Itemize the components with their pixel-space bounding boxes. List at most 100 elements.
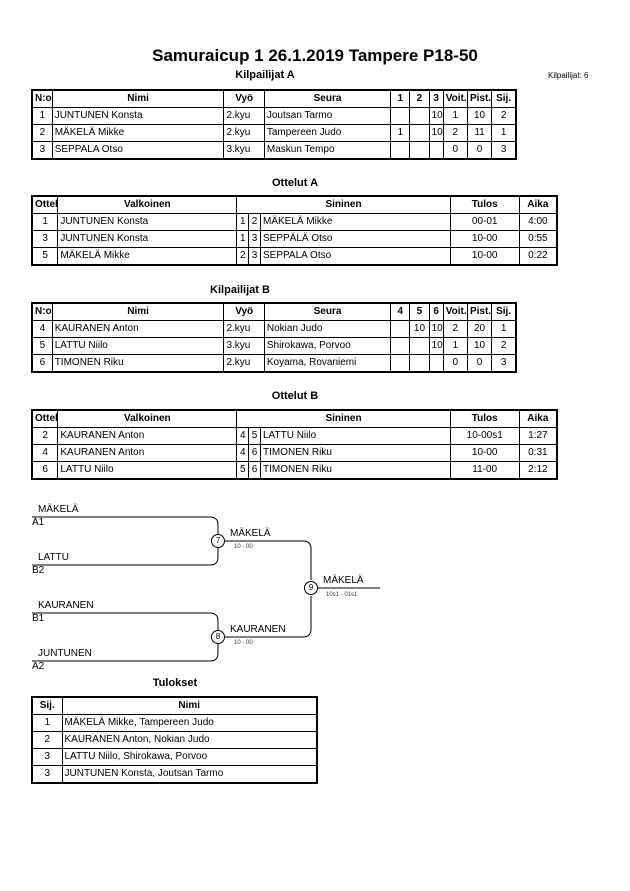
table-row: 2 MÄKELÄ Mikke 2.kyu Tampereen Judo 1 10… — [31, 124, 517, 142]
pool-a-heading: Kilpailijat A — [235, 69, 295, 81]
cell: 2 — [491, 337, 517, 355]
cell: 5 — [31, 337, 53, 355]
cell: SEPPÄLÄ Otso — [259, 230, 451, 248]
table-row: 3 JUNTUNEN Konsta, Joutsan Tarmo — [31, 765, 318, 784]
bracket-winner: MÄKELÄ — [323, 575, 364, 586]
bracket-winner: MÄKELÄ — [230, 528, 271, 539]
cell: LATTU Niilo — [51, 337, 225, 355]
semi2-winner-line — [218, 596, 312, 638]
cell: 3.kyu — [223, 337, 265, 355]
matches-a-heading: Ottelut A — [271, 177, 319, 189]
bracket-seed: A1 — [32, 517, 45, 528]
cell: 1:27 — [518, 427, 558, 445]
cell: 1 — [390, 124, 411, 142]
table-row: 3 LATTU Niilo, Shirokawa, Porvoo — [31, 748, 318, 766]
cell: 6 — [31, 354, 53, 373]
cell: 3 — [491, 354, 517, 373]
cell: 0:55 — [518, 230, 558, 248]
cell: 2 — [442, 124, 468, 142]
col-header: Voit. — [442, 89, 468, 108]
cell: 1 — [442, 337, 468, 355]
cell: SEPPALA Otso — [259, 247, 451, 266]
cell: 10-00 — [449, 230, 520, 248]
col-header: N:o — [31, 89, 53, 108]
cell: 10-00 — [449, 247, 520, 266]
cell: 3.kyu — [223, 141, 265, 160]
cell — [390, 141, 411, 160]
cell: MÄKELÄ Mikke — [57, 247, 238, 266]
cell: 2 — [31, 124, 53, 142]
cell: 4:00 — [518, 213, 558, 231]
cell: 3 — [31, 748, 63, 766]
cell: SEPPALA Otso — [51, 141, 225, 160]
results-heading: Tulokset — [152, 677, 198, 689]
bracket-name: JUNTUNEN — [38, 648, 92, 659]
cell: 1 — [491, 124, 517, 142]
cell: TIMONEN Riku — [259, 461, 451, 480]
table-row: 4 KAURANEN Anton 4 6 TIMONEN Riku 10-00 … — [31, 444, 558, 462]
semi1-winner-line — [218, 540, 312, 580]
matches-b-heading: Ottelut B — [271, 390, 319, 402]
col-header: N:o — [31, 302, 53, 321]
cell: Tampereen Judo — [263, 124, 392, 142]
bracket-winner: KAURANEN — [230, 624, 286, 635]
matches-b-table: Ottelu Valkoinen Sininen Tulos Aika 2 KA… — [31, 409, 558, 480]
cell: 0 — [442, 141, 468, 160]
table-row: 1 JUNTUNEN Konsta 1 2 MÄKELÄ Mikke 00-01… — [31, 213, 558, 231]
cell: 1 — [31, 714, 63, 732]
table-row: 1 MÄKELÄ Mikke, Tampereen Judo — [31, 714, 318, 732]
match-number-badge: 7 — [211, 534, 225, 548]
col-header: Nimi — [61, 696, 318, 715]
match-number-badge: 9 — [304, 581, 318, 595]
cell: 0:31 — [518, 444, 558, 462]
cell: LATTU Niilo — [57, 461, 238, 480]
cell: MÄKELÄ Mikke, Tampereen Judo — [61, 714, 318, 732]
cell: JUNTUNEN Konsta, Joutsan Tarmo — [61, 765, 318, 784]
matches-a-table: Ottelu Valkoinen Sininen Tulos Aika 1 JU… — [31, 195, 558, 266]
page-title: Samuraicup 1 26.1.2019 Tampere P18-50 — [152, 46, 478, 65]
cell: 2 — [31, 731, 63, 749]
table-row: 5 LATTU Niilo 3.kyu Shirokawa, Porvoo 10… — [31, 337, 517, 355]
table-row: 5 MÄKELÄ Mikke 2 3 SEPPALA Otso 10-00 0:… — [31, 247, 558, 266]
cell: TIMONEN Riku — [259, 444, 451, 462]
bracket-score: 10 - 00 — [234, 544, 253, 550]
cell: 0 — [466, 141, 493, 160]
pool-b-heading: Kilpailijat B — [210, 284, 270, 296]
cell — [390, 354, 411, 373]
cell: 2.kyu — [223, 354, 265, 373]
table-row: 6 TIMONEN Riku 2.kyu Koyama, Rovaniemi 0… — [31, 354, 517, 373]
table-row: 2 KAURANEN Anton 4 5 LATTU Niilo 10-00s1… — [31, 427, 558, 445]
cell: 4 — [236, 444, 250, 462]
table-row: 3 JUNTUNEN Konsta 1 3 SEPPÄLÄ Otso 10-00… — [31, 230, 558, 248]
bracket-score: 10s1 - 01s1 — [326, 592, 358, 598]
bracket-name: KAURANEN — [38, 600, 94, 611]
col-header: Sij. — [31, 696, 63, 715]
cell: 10-00 — [449, 444, 520, 462]
bracket-name: MÄKELÄ — [38, 504, 79, 515]
table-row: 3 SEPPALA Otso 3.kyu Maskun Tempo 0 0 3 — [31, 141, 517, 160]
cell — [390, 337, 411, 355]
pool-b-table: N:o Nimi Vyö Seura 4 5 6 Voit. Pist. Sij… — [31, 302, 517, 373]
table-row: 6 LATTU Niilo 5 6 TIMONEN Riku 11-00 2:1… — [31, 461, 558, 480]
table-row: 4 KAURANEN Anton 2.kyu Nokian Judo 10 10… — [31, 320, 517, 338]
cell: 3 — [491, 141, 517, 160]
pool-a-table: N:o Nimi Vyö Seura 1 2 3 Voit. Pist. Sij… — [31, 89, 517, 160]
bracket-seed: B1 — [32, 613, 45, 624]
cell: Shirokawa, Porvoo — [263, 337, 392, 355]
bracket-seed: A2 — [32, 661, 45, 672]
cell: Maskun Tempo — [263, 141, 392, 160]
table-row: 2 KAURANEN Anton, Nokian Judo — [31, 731, 318, 749]
match-number-badge: 8 — [211, 630, 225, 644]
cell: KAURANEN Anton — [57, 444, 238, 462]
results-table: Sij. Nimi 1 MÄKELÄ Mikke, Tampereen Judo… — [31, 696, 318, 784]
cell: 0 — [442, 354, 468, 373]
cell: 4 — [31, 320, 53, 338]
table-row: 1 JUNTUNEN Konsta 2.kyu Joutsan Tarmo 10… — [31, 107, 517, 125]
cell: 0:22 — [518, 247, 558, 266]
competitors-count: Kilpailijat: 6 — [548, 71, 589, 80]
cell: KAURANEN Anton, Nokian Judo — [61, 731, 318, 749]
cell: 2.kyu — [223, 124, 265, 142]
cell: 3 — [31, 141, 53, 160]
cell: 3 — [31, 765, 63, 784]
matches-b-header-row: Ottelu Valkoinen Sininen Tulos Aika — [31, 409, 558, 428]
